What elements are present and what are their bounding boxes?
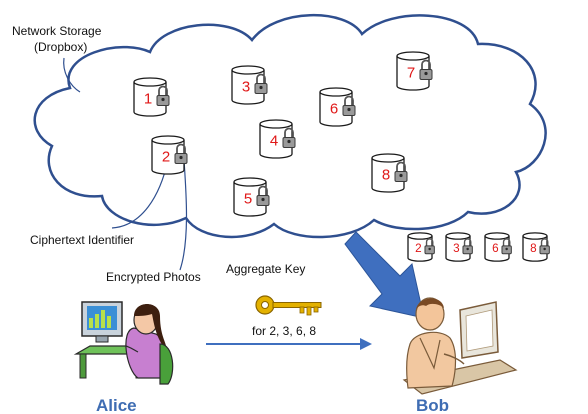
cylinder-body xyxy=(233,182,267,217)
ciphertext-identifier: 8 xyxy=(382,167,390,184)
cylinder-top xyxy=(484,232,510,240)
cylinder-top xyxy=(133,77,167,87)
ciphertext-cylinder-stored-7: 7 xyxy=(396,51,433,91)
cylinder-top xyxy=(231,65,265,75)
padlock-icon xyxy=(501,238,512,255)
ciphertext-cylinder-stored-8: 8 xyxy=(371,153,408,193)
man-at-computer-icon xyxy=(402,297,518,395)
cylinder-body xyxy=(231,70,265,105)
cylinder-top xyxy=(259,119,293,129)
cylinder-body xyxy=(396,56,430,91)
cylinder-top xyxy=(522,232,548,240)
cylinder-top xyxy=(319,87,353,97)
padlock-icon xyxy=(462,238,473,255)
gold-key-icon xyxy=(255,295,322,316)
ciphertext-identifier: 3 xyxy=(453,242,460,255)
padlock-icon xyxy=(424,238,435,255)
bob-label: Bob xyxy=(416,396,449,414)
ciphertext-cylinder-stored-6: 6 xyxy=(319,87,356,127)
delegated-ciphertexts: 2 3 6 8 xyxy=(407,232,550,262)
padlock-icon xyxy=(254,73,268,94)
cylinder-body xyxy=(151,140,185,175)
ciphertext-identifier: 2 xyxy=(415,242,422,255)
alice-label: Alice xyxy=(96,396,137,414)
cloud-label-line1: Network Storage xyxy=(12,24,102,38)
key-transfer-arrow xyxy=(206,338,372,350)
stored-ciphertexts: 1 3 7 6 4 2 8 5 xyxy=(133,51,433,217)
ciphertext-identifier: 2 xyxy=(162,149,170,166)
padlock-icon xyxy=(256,185,270,206)
ciphertext-cylinder-stored-5: 5 xyxy=(233,177,270,217)
padlock-icon xyxy=(174,143,188,164)
cylinder-top xyxy=(445,232,471,240)
ciphertext-identifier: 5 xyxy=(244,191,252,208)
cylinder-body xyxy=(259,124,293,159)
cloud-label-line2: (Dropbox) xyxy=(34,40,87,54)
padlock-icon xyxy=(156,85,170,106)
padlock-icon xyxy=(342,95,356,116)
cylinder-top xyxy=(371,153,405,163)
ciphertext-identifier: 8 xyxy=(530,242,537,255)
cylinder-body xyxy=(319,92,353,127)
ciphertext-cylinder-stored-4: 4 xyxy=(259,119,296,159)
padlock-icon xyxy=(419,59,433,80)
woman-at-computer-icon xyxy=(73,301,174,385)
download-arrow xyxy=(344,231,425,319)
cylinder-body xyxy=(371,158,405,193)
ciphertext-cylinder-stored-2: 2 xyxy=(151,135,188,175)
cloud-label-leader xyxy=(63,57,81,93)
aggregate-key-scope: for 2, 3, 6, 8 xyxy=(252,324,316,338)
ciphertext-identifier: 6 xyxy=(330,101,338,118)
encrypted-photos-label: Encrypted Photos xyxy=(106,270,201,284)
ciphertext-cylinder-delegated-8: 8 xyxy=(522,232,550,262)
ciphertext-identifier-label: Ciphertext Identifier xyxy=(30,233,134,247)
padlock-icon xyxy=(539,238,550,255)
cylinder-top xyxy=(396,51,430,61)
ciphertext-identifier: 4 xyxy=(270,133,278,150)
padlock-icon xyxy=(282,127,296,148)
cylinder-body xyxy=(133,82,167,117)
cylinder-top xyxy=(151,135,185,145)
ciphertext-identifier: 7 xyxy=(407,65,415,82)
padlock-icon xyxy=(394,161,408,182)
aggregate-key-label: Aggregate Key xyxy=(226,262,305,276)
ciphertext-cylinder-delegated-6: 6 xyxy=(484,232,512,262)
ciphertext-cylinder-delegated-3: 3 xyxy=(445,232,473,262)
cylinder-top xyxy=(407,232,433,240)
encrypted-photos-leader xyxy=(179,159,188,271)
cylinder-top xyxy=(233,177,267,187)
ciphertext-cylinder-stored-1: 1 xyxy=(133,77,170,117)
ciphertext-cylinder-stored-3: 3 xyxy=(231,65,268,105)
ciphertext-cylinder-delegated-2: 2 xyxy=(407,232,435,262)
ciphertext-identifier: 1 xyxy=(144,91,152,108)
ciphertext-identifier: 6 xyxy=(492,242,499,255)
ciphertext-identifier: 3 xyxy=(242,79,250,96)
